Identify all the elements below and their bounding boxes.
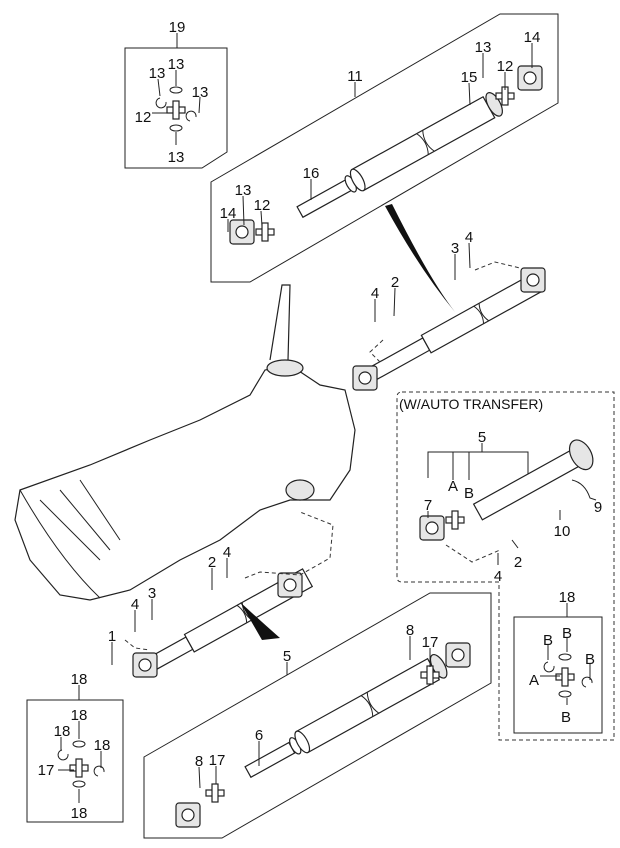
callout-18: 18 [559, 589, 576, 606]
callout-4: 4 [131, 596, 139, 613]
callout-18: 18 [71, 805, 88, 822]
callout-16: 16 [303, 165, 320, 182]
callout-5: 5 [283, 648, 291, 665]
callout-2: 2 [208, 554, 216, 571]
callout-4: 4 [371, 285, 379, 302]
callout-12: 12 [254, 197, 271, 214]
callout-2: 2 [514, 554, 522, 571]
callout-13: 13 [149, 65, 166, 82]
callout-2: 2 [391, 274, 399, 291]
callout-b: B [585, 651, 595, 668]
callout-b: B [543, 632, 553, 649]
callout-15: 15 [461, 69, 478, 86]
pointer-arrow [385, 204, 455, 312]
auto-transfer-note: (W/AUTO TRANSFER) [399, 396, 543, 412]
shaft-5-box [143, 592, 492, 839]
callout-9: 9 [594, 499, 602, 516]
callout-12: 12 [135, 109, 152, 126]
callout-14: 14 [220, 205, 237, 222]
callout-17: 17 [38, 762, 55, 779]
callout-3: 3 [148, 585, 156, 602]
callout-b: B [562, 625, 572, 642]
callout-18: 18 [71, 671, 88, 688]
callout-7: 7 [424, 497, 432, 514]
callout-b: B [561, 709, 571, 726]
kit-19-box [124, 33, 228, 169]
kit-18-right-box [513, 603, 603, 734]
callout-18: 18 [54, 723, 71, 740]
callout-10: 10 [554, 523, 571, 540]
callout-1: 1 [108, 628, 116, 645]
shaft-11-box [210, 13, 559, 283]
callout-17: 17 [209, 752, 226, 769]
auto-transfer-box [396, 391, 615, 741]
callout-18: 18 [71, 707, 88, 724]
callout-3: 3 [451, 240, 459, 257]
callout-14: 14 [524, 29, 541, 46]
callout-13: 13 [475, 39, 492, 56]
callout-12: 12 [497, 58, 514, 75]
callout-11: 11 [347, 68, 363, 85]
callout-a: A [448, 478, 458, 495]
front-propeller-shaft [111, 511, 334, 678]
callout-4: 4 [223, 544, 231, 561]
callout-18: 18 [94, 737, 111, 754]
callout-6: 6 [255, 727, 263, 744]
callout-13: 13 [168, 149, 185, 166]
callout-13: 13 [192, 84, 209, 101]
callout-b: B [464, 485, 474, 502]
callout-4: 4 [465, 229, 473, 246]
kit-18-left-box [26, 685, 124, 823]
rear-propeller-shaft [352, 242, 546, 391]
callout-4: 4 [494, 568, 502, 585]
callout-17: 17 [422, 634, 439, 651]
callout-8: 8 [406, 622, 414, 639]
callout-19: 19 [169, 19, 186, 36]
callout-13: 13 [235, 182, 252, 199]
callout-a: A [529, 672, 539, 689]
callout-8: 8 [195, 753, 203, 770]
callout-labels: 19 13 13 13 12 13 11 13 14 15 12 16 13 1… [38, 19, 603, 822]
transmission-outline [14, 284, 356, 601]
callout-13: 13 [168, 56, 185, 73]
callout-5: 5 [478, 429, 486, 446]
